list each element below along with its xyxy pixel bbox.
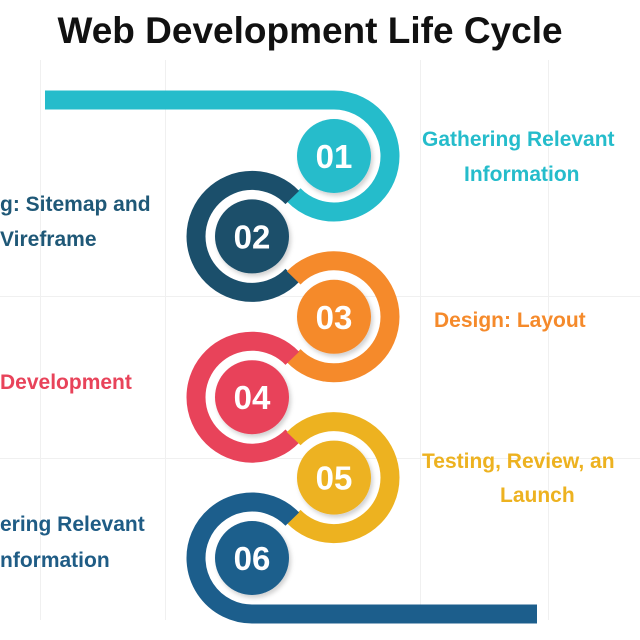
grid-line xyxy=(548,60,549,620)
stage-6-badge xyxy=(215,521,289,595)
stage-6-label-line-1: ering Relevant xyxy=(0,513,145,536)
stage-6-label-line-2: nformation xyxy=(0,549,110,572)
stage-1-number: 01 xyxy=(316,138,353,175)
stage-6-number: 06 xyxy=(234,540,271,577)
stage-4-number: 04 xyxy=(234,379,271,416)
stage-4-label: Development xyxy=(0,371,132,394)
grid-line xyxy=(165,60,166,620)
grid-line xyxy=(420,60,421,620)
stage-2-number: 02 xyxy=(234,218,271,255)
stage-1-label-line-2: Information xyxy=(464,163,580,186)
stage-2-ring xyxy=(186,170,300,302)
page-title: Web Development Life Cycle xyxy=(57,10,563,51)
stage-2-label-line-1: g: Sitemap and xyxy=(0,193,151,216)
stage-2-label-line-2: Vireframe xyxy=(0,228,97,251)
stage-4-badge xyxy=(215,360,289,435)
stage-5-label-line-1: Testing, Review, an xyxy=(422,450,615,473)
stage-1-badge xyxy=(297,119,371,193)
stage-2-badge xyxy=(215,199,289,274)
stage-5-number: 05 xyxy=(316,460,353,497)
stage-5-label-line-2: Launch xyxy=(500,484,575,507)
stage-3-number: 03 xyxy=(316,299,353,336)
stage-3-badge xyxy=(297,279,371,354)
stage-1-label-line-1: Gathering Relevant xyxy=(422,128,615,151)
stage-3-ring xyxy=(286,251,400,383)
stage-5-badge xyxy=(297,440,371,515)
stage-5-ring xyxy=(286,412,400,544)
stage-3-label: Design: Layout xyxy=(434,309,586,332)
stage-6-ring xyxy=(186,492,300,624)
stage-4-ring xyxy=(186,331,300,463)
grid-line xyxy=(40,60,41,620)
stage-1-ring xyxy=(286,90,400,222)
